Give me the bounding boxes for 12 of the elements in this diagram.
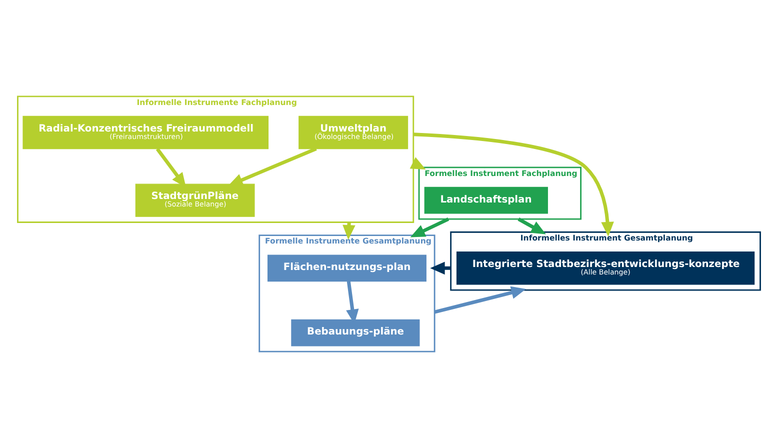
node-box: Landschaftsplan: [424, 186, 548, 214]
arrow: [518, 218, 546, 234]
arrow: [430, 262, 451, 275]
arrow: [228, 147, 317, 186]
arrow: [434, 286, 526, 314]
arrow: [410, 157, 426, 170]
node-box: Flächen-nutzungs-plan: [267, 254, 426, 282]
node-box: Integrierte Stadtbezirks-entwicklungs-konzepte (Alle Belange): [456, 252, 755, 285]
node-box: Radial-Konzentrisches Freiraummodell (Freiraumstrukturen): [22, 116, 269, 150]
node-box: StadtgrünPläne (Soziale Belange): [135, 184, 255, 217]
node-box: Bebauungs-pläne: [291, 319, 420, 346]
node-box: Umweltplan (Ökologische Belange): [298, 116, 408, 150]
